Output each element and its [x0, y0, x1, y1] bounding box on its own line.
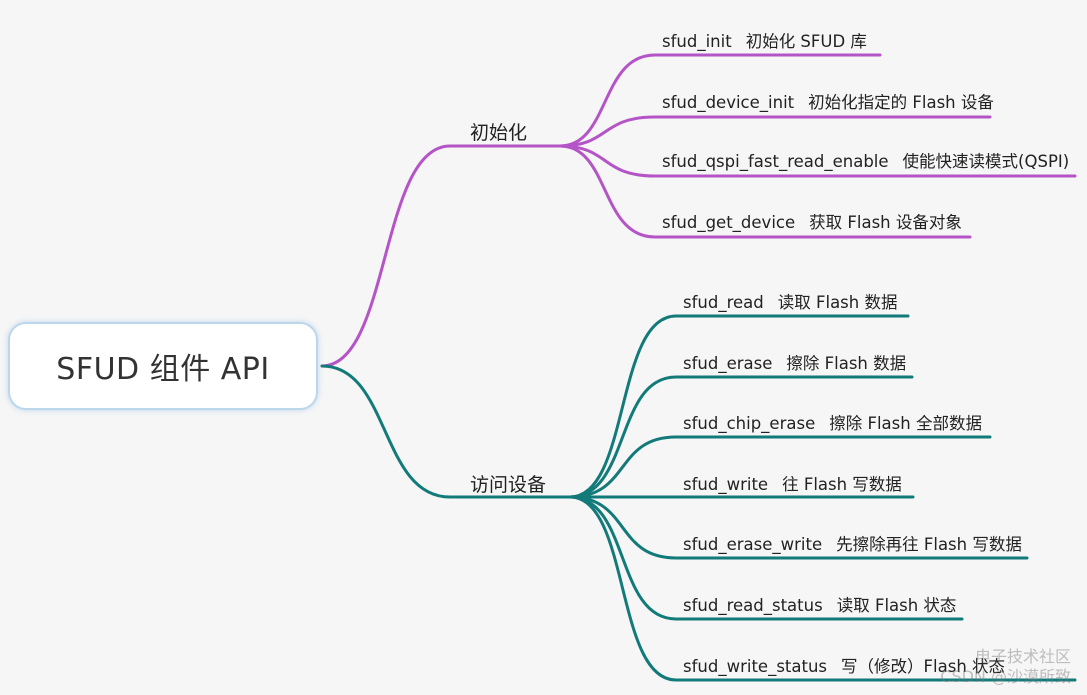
- leaf-function-name: sfud_read_status: [683, 596, 823, 615]
- branch-connector-init: [320, 144, 562, 368]
- leaf-function-name: sfud_chip_erase: [683, 414, 816, 433]
- leaf-node[interactable]: sfud_read 读取 Flash 数据: [683, 289, 897, 313]
- leaf-description: 擦除 Flash 全部数据: [829, 414, 982, 433]
- branch-connector-access: [320, 364, 572, 499]
- leaf-description: 读取 Flash 状态: [836, 596, 957, 615]
- leaf-description: 使能快速读模式(QSPI): [902, 152, 1070, 171]
- leaf-connector-access: [568, 435, 992, 499]
- branch-label-access[interactable]: 访问设备: [470, 474, 547, 496]
- leaf-connector-access: [568, 495, 964, 621]
- leaf-function-name: sfud_qspi_fast_read_enable: [662, 152, 889, 171]
- leaf-description: 写（修改）Flash 状态: [841, 657, 1006, 676]
- leaf-node[interactable]: sfud_chip_erase 擦除 Flash 全部数据: [683, 410, 982, 434]
- leaf-connector-access: [568, 495, 1077, 682]
- leaf-node[interactable]: sfud_erase 擦除 Flash 数据: [683, 350, 906, 374]
- leaf-function-name: sfud_write_status: [683, 657, 828, 676]
- branch-label-init[interactable]: 初始化: [470, 122, 528, 144]
- leaf-description: 获取 Flash 设备对象: [809, 213, 962, 232]
- leaf-function-name: sfud_write: [683, 475, 769, 494]
- leaf-connector-init: [558, 115, 992, 148]
- leaf-function-name: sfud_get_device: [662, 213, 796, 232]
- leaf-description: 先擦除再往 Flash 写数据: [836, 535, 1022, 554]
- leaf-function-name: sfud_init: [662, 32, 732, 51]
- leaf-description: 擦除 Flash 数据: [786, 354, 907, 373]
- watermark-line-2: CSDN @沙漠所致: [940, 667, 1071, 686]
- leaf-node[interactable]: sfud_device_init 初始化指定的 Flash 设备: [662, 89, 994, 113]
- leaf-function-name: sfud_device_init: [662, 93, 795, 112]
- leaf-connector-init: [558, 53, 882, 148]
- leaf-description: 初始化指定的 Flash 设备: [808, 93, 994, 112]
- leaf-node[interactable]: sfud_qspi_fast_read_enable 使能快速读模式(QSPI): [662, 148, 1069, 172]
- leaf-node[interactable]: sfud_write_status 写（修改）Flash 状态: [683, 653, 1005, 677]
- leaf-node[interactable]: sfud_erase_write 先擦除再往 Flash 写数据: [683, 531, 1022, 555]
- leaf-connector-init: [558, 144, 972, 239]
- root-node[interactable]: SFUD 组件 API: [8, 322, 318, 410]
- leaf-connector-access: [568, 375, 914, 499]
- root-label: SFUD 组件 API: [56, 352, 270, 387]
- leaf-description: 往 Flash 写数据: [782, 475, 902, 494]
- leaf-node[interactable]: sfud_get_device 获取 Flash 设备对象: [662, 209, 962, 233]
- leaf-function-name: sfud_erase: [683, 354, 773, 373]
- leaf-connector-access: [568, 314, 910, 499]
- leaf-connector-init: [558, 144, 1077, 178]
- leaf-node[interactable]: sfud_write 往 Flash 写数据: [683, 471, 902, 495]
- leaf-function-name: sfud_erase_write: [683, 535, 823, 554]
- watermark-line-1: 电子技术社区: [974, 647, 1071, 666]
- leaf-function-name: sfud_read: [683, 293, 764, 312]
- watermark: 电子技术社区 CSDN @沙漠所致: [940, 647, 1071, 687]
- leaf-node[interactable]: sfud_init 初始化 SFUD 库: [662, 28, 867, 52]
- leaf-node[interactable]: sfud_read_status 读取 Flash 状态: [683, 592, 956, 616]
- leaf-description: 读取 Flash 数据: [777, 293, 898, 312]
- leaf-connector-access: [568, 495, 1029, 560]
- leaf-description: 初始化 SFUD 库: [745, 32, 867, 51]
